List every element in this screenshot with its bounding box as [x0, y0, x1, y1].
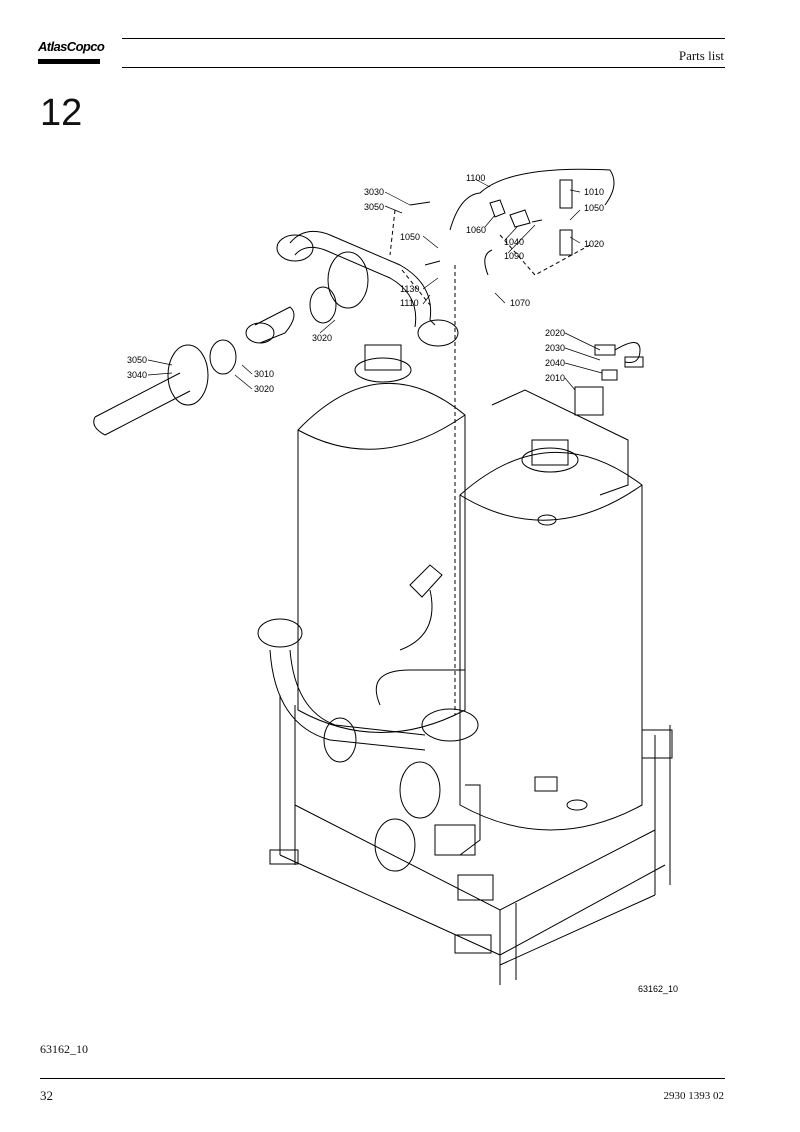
callout-3040: 3040	[127, 370, 147, 380]
logo-bar	[38, 59, 100, 64]
callout-2010: 2010	[545, 373, 565, 383]
callout-1070: 1070	[510, 298, 530, 308]
callout-3010: 3010	[254, 369, 274, 379]
callout-labels: 3030 3050 1100 1010 1050 1020 1060 1040 …	[127, 173, 678, 994]
callout-3020: 3020	[254, 384, 274, 394]
cables-sensors	[574, 342, 644, 416]
callout-1010: 1010	[584, 187, 604, 197]
exploded-parts-drawing: 3030 3050 1100 1010 1050 1020 1060 1040 …	[93, 168, 678, 994]
callout-3050: 3050	[364, 202, 384, 212]
callout-3050: 3050	[127, 355, 147, 365]
atlas-copco-logo: AtlasCopco	[38, 37, 105, 65]
callout-1050: 1050	[400, 232, 420, 242]
callout-1020: 1020	[584, 239, 604, 249]
document-number: 2930 1393 02	[663, 1090, 725, 1102]
control-box	[491, 389, 629, 496]
callout-1100: 1100	[466, 173, 485, 183]
callout-2040: 2040	[545, 358, 565, 368]
section-number: 12	[40, 92, 83, 134]
assembly-leaders	[389, 209, 591, 715]
callout-1060: 1060	[466, 225, 486, 235]
callout-1110: 1110	[400, 298, 419, 308]
header-rule-top	[122, 38, 725, 39]
callout-2020: 2020	[545, 328, 565, 338]
base-frame	[269, 695, 673, 985]
callout-2030: 2030	[545, 343, 565, 353]
callout-3020: 3020	[312, 333, 332, 343]
logo-text: AtlasCopco	[38, 39, 105, 54]
callout-1040: 1040	[504, 237, 524, 247]
callout-1050: 1050	[584, 203, 604, 213]
callout-1130: 1130	[400, 284, 419, 294]
page-number: 32	[40, 1088, 53, 1103]
callout-1090: 1090	[504, 251, 524, 261]
figure-reference: 63162_10	[40, 1042, 88, 1056]
top-piping	[93, 230, 459, 436]
callout-3030: 3030	[364, 187, 384, 197]
page-title: Parts list	[678, 48, 724, 63]
footer-rule	[40, 1078, 725, 1079]
right-vessel	[459, 439, 643, 831]
header-rule-bottom	[122, 67, 725, 68]
callout-leaders	[147, 178, 603, 391]
left-vessel	[297, 344, 466, 733]
drawing-figure-id: 63162_10	[638, 984, 678, 994]
valve-fittings	[409, 168, 615, 276]
lower-piping	[257, 564, 494, 901]
